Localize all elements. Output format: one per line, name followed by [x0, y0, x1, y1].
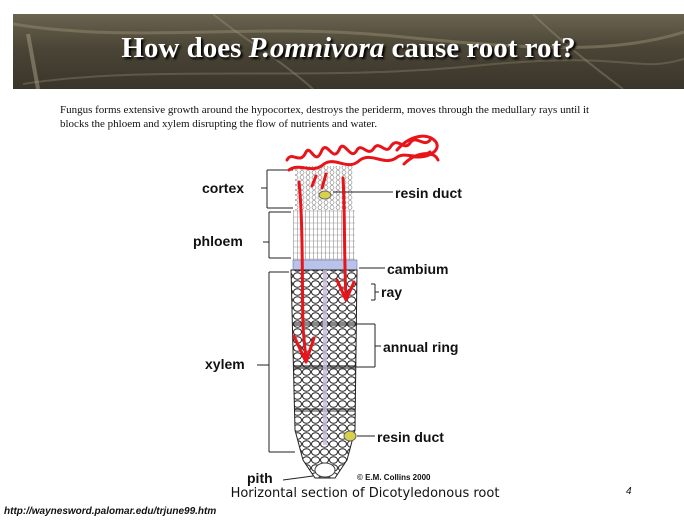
label-resin-duct-bottom: resin duct [377, 429, 444, 445]
ray-shape [323, 270, 327, 445]
figure-caption: Horizontal section of Dicotyledonous roo… [200, 486, 530, 501]
root-section-drawing [185, 160, 500, 487]
body-text: Fungus forms extensive growth around the… [60, 103, 600, 131]
label-annual-ring: annual ring [383, 339, 458, 355]
label-cambium: cambium [387, 261, 448, 277]
pith-shape [315, 463, 335, 477]
title-banner: How does P.omnivora cause root rot? [13, 14, 684, 89]
cambium-band [293, 260, 357, 270]
label-pith: pith [247, 470, 273, 486]
resin-duct-top-shape [319, 191, 331, 199]
label-ray: ray [381, 284, 402, 300]
label-resin-duct-top: resin duct [395, 185, 462, 201]
root-section-figure: cortex phloem xylem pith resin duct camb… [185, 160, 500, 487]
figure-copyright: © E.M. Collins 2000 [357, 473, 430, 482]
slide-title: How does P.omnivora cause root rot? [13, 32, 684, 65]
label-xylem: xylem [205, 356, 245, 372]
source-url-link[interactable]: http://waynesword.palomar.edu/trjune99.h… [4, 506, 216, 517]
label-phloem: phloem [193, 233, 243, 249]
cortex-tissue [295, 166, 353, 210]
resin-duct-bottom-shape [344, 431, 356, 441]
label-cortex: cortex [202, 180, 244, 196]
page-number: 4 [626, 486, 632, 497]
phloem-tissue [293, 210, 355, 260]
